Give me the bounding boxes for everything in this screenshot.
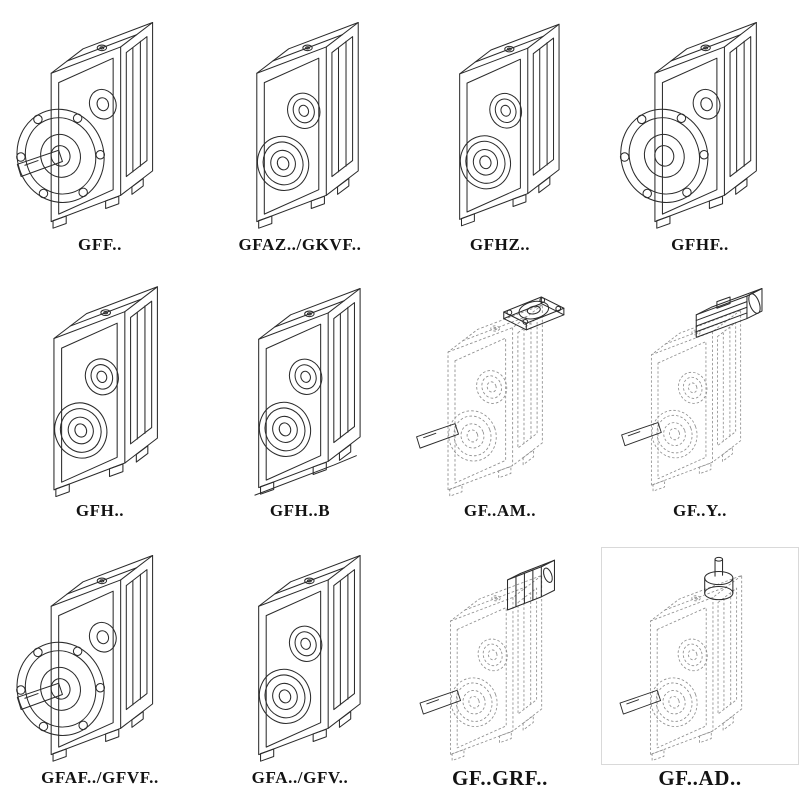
model-label: GFAF../GFVF.. <box>41 767 159 787</box>
catalog-cell-gfy: GF..Y.. <box>600 267 800 534</box>
catalog-cell-gfaf: GFAF../GFVF.. <box>0 533 200 800</box>
model-label: GF..GRF.. <box>451 765 549 790</box>
gearbox-drawing-hollow <box>202 15 398 231</box>
gearbox-drawing-hollow <box>2 281 198 498</box>
gearbox-svg <box>4 21 154 229</box>
catalog-cell-gfa: GFA../GFV.. <box>200 533 400 800</box>
catalog-cell-gfhz: GFHZ.. <box>400 0 600 267</box>
gearbox-svg <box>619 556 743 761</box>
gearbox-drawing-input-flange-adapter <box>402 281 598 497</box>
model-label: GF..Y.. <box>673 501 727 521</box>
gearbox-drawing-hollow-foot <box>202 281 398 497</box>
model-label: GFHF.. <box>671 234 729 254</box>
gearbox-drawing-hollow-shrink <box>402 15 598 231</box>
gearbox-svg <box>419 559 555 761</box>
model-label: GFAZ../GKVF.. <box>238 234 362 254</box>
catalog-cell-gfaz: GFAZ../GKVF.. <box>200 0 400 267</box>
gearbox-drawing-flange-shaft <box>2 15 198 231</box>
gearbox-svg <box>608 21 757 229</box>
model-label: GFHZ.. <box>469 234 531 254</box>
gearbox-drawing-hollow <box>202 548 398 764</box>
catalog-cell-gfh: GFH.. <box>0 267 200 534</box>
gearbox-svg <box>249 21 359 229</box>
catalog-cell-gfhf: GFHF.. <box>600 0 800 267</box>
catalog-cell-gfgrf: GF..GRF.. <box>400 533 600 800</box>
gearbox-drawing-gear-adapter <box>402 548 598 764</box>
gearbox-svg <box>251 288 361 496</box>
gearbox-drawing-with-motor <box>602 281 798 497</box>
gearbox-svg <box>4 554 154 762</box>
catalog-cell-gfhb: GFH..B <box>200 267 400 534</box>
gearbox-svg <box>251 554 361 762</box>
gearbox-svg <box>452 23 560 226</box>
gearbox-drawing-input-shaft <box>601 546 799 765</box>
model-label: GFA../GFV.. <box>251 767 349 787</box>
model-label: GFF.. <box>78 234 122 254</box>
gearbox-svg <box>621 288 763 492</box>
catalog-cell-gfad: GF..AD.. <box>600 533 800 800</box>
catalog-cell-gff: GFF.. <box>0 0 200 267</box>
gearbox-svg <box>46 286 158 498</box>
gearbox-svg <box>416 296 565 497</box>
model-label: GF..AD.. <box>658 765 742 790</box>
model-label: GFH..B <box>269 501 331 521</box>
catalog-cell-gfam: GF..AM.. <box>400 267 600 534</box>
gearbox-drawing-flange <box>2 548 198 764</box>
gearbox-drawing-flange-hollow <box>602 15 798 231</box>
model-label: GF..AM.. <box>463 501 537 521</box>
model-label: GFH.. <box>75 501 125 521</box>
